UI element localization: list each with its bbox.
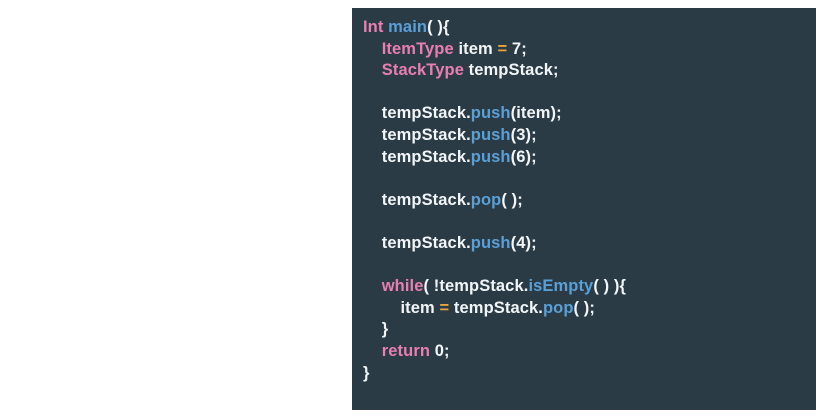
code-line: tempStack.push(3); [352,125,816,147]
code-indent [363,148,382,166]
code-token: push [470,147,511,166]
code-token: ); [525,147,537,166]
code-line: item = tempStack.pop( ); [352,298,816,320]
code-line: tempStack.push(item); [352,103,816,125]
code-token: } [381,320,389,339]
code-token: ItemType [381,39,454,58]
code-token: item [400,298,440,317]
code-token: isEmpty [528,277,594,296]
code-token: Int [363,18,384,36]
code-token: ( ); [501,190,523,209]
code-line [352,255,816,277]
code-token: 0 [434,341,444,360]
code-token: main [388,18,428,36]
code-token: ( !tempStack. [423,277,529,296]
code-token: ( [510,125,517,144]
code-token: ( [510,233,517,252]
code-token: ); [525,125,537,144]
code-token: push [470,104,511,123]
code-line: StackType tempStack; [352,60,816,82]
code-token: tempStack. [381,104,471,123]
code-token: tempStack; [463,61,559,80]
code-token: 7 [511,39,522,58]
code-token: tempStack. [381,233,471,252]
code-line: } [352,363,816,385]
code-indent [363,342,382,360]
code-indent [363,234,382,252]
code-token: ; [521,39,527,58]
code-token: while [381,277,424,296]
code-snippet-panel: Int main( ){ ItemType item = 7; StackTyp… [352,8,816,410]
code-line [352,211,816,233]
code-token: return [381,341,431,360]
code-line: tempStack.push(4); [352,233,816,255]
code-indent [363,126,382,144]
code-token: } [363,363,370,382]
code-token: pop [470,190,502,209]
code-token: push [470,125,511,144]
code-block: Int main( ){ ItemType item = 7; StackTyp… [352,17,816,384]
code-indent [363,191,382,209]
code-token: tempStack. [381,147,471,166]
code-token: ; [444,341,450,360]
code-token: tempStack. [381,190,471,209]
code-token: StackType [381,61,464,80]
code-indent [363,320,382,338]
code-token: 6 [516,147,526,166]
code-token: ); [525,233,537,252]
code-token: = [497,39,508,58]
code-token: ( [510,147,517,166]
code-line: Int main( ){ [352,17,816,39]
code-line: tempStack.pop( ); [352,190,816,212]
code-line [352,82,816,104]
code-indent [363,299,400,317]
code-token: ( ){ [427,18,450,36]
code-indent [363,40,382,58]
code-indent [363,277,382,295]
code-token: ( ); [573,298,595,317]
code-line: } [352,319,816,341]
code-line: tempStack.push(6); [352,147,816,169]
code-token: 4 [516,233,526,252]
code-token: push [470,233,511,252]
code-line: return 0; [352,341,816,363]
code-token: tempStack. [381,125,471,144]
code-token: tempStack. [449,298,543,317]
code-line [352,168,816,190]
code-token: item [453,39,498,58]
code-token: = [439,298,450,317]
code-line: while( !tempStack.isEmpty( ) ){ [352,276,816,298]
code-indent [363,104,382,122]
code-token: ( ) ){ [593,277,627,296]
code-line: ItemType item = 7; [352,39,816,61]
code-token: (item); [510,104,562,123]
code-indent [363,61,382,79]
code-token: 3 [516,125,526,144]
code-token: pop [542,298,574,317]
